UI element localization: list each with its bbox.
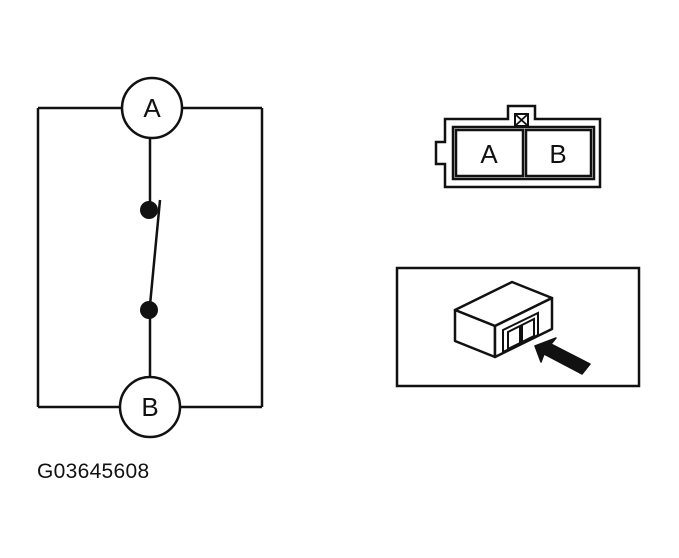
- module-connector: [502, 311, 539, 354]
- latch-icon: [514, 113, 529, 127]
- locator-frame: [395, 266, 641, 388]
- connector-pin-a-label: A: [480, 139, 498, 169]
- switch-contact-lower: [140, 301, 158, 319]
- terminal-a-label: A: [143, 93, 161, 123]
- switch-schematic: [36, 106, 264, 409]
- switch-blade: [148, 199, 162, 306]
- connector-face: [434, 104, 602, 189]
- figure-code: G03645608: [37, 460, 150, 483]
- terminal-b-label: B: [141, 392, 158, 422]
- connector-pin-b: [524, 128, 593, 178]
- connector-pin-b-label: B: [549, 139, 566, 169]
- component-locator: [395, 266, 641, 388]
- terminal-a: A: [120, 76, 184, 140]
- pointer-arrow-icon: [534, 337, 591, 375]
- terminal-b: B: [118, 375, 182, 439]
- connector-shell: [434, 104, 602, 189]
- connector-pin-a: [454, 128, 525, 178]
- switch-contact-upper: [140, 201, 158, 219]
